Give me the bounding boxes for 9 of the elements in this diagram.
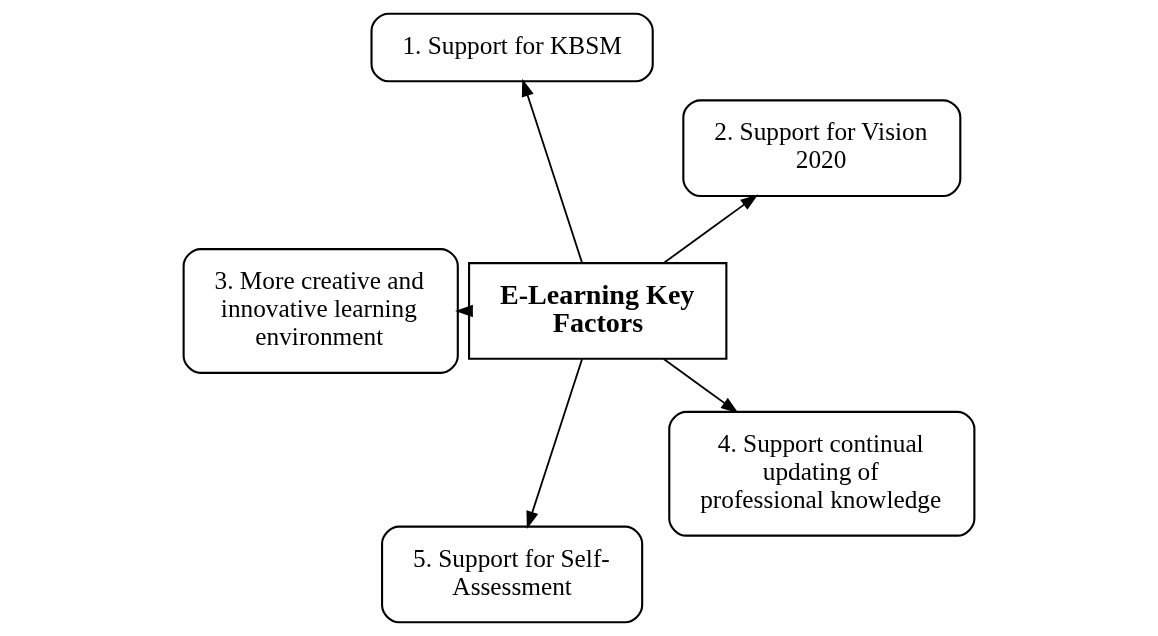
arrow [526,358,583,530]
node-box: 4. Support continual updating of professional knowledge [668,410,976,537]
node-box: 1. Support for KBSM [370,12,654,83]
node-box: 2. Support for Vision 2020 [682,99,962,197]
node-box: 5. Support for Self-Assessment [381,525,644,624]
arrow [521,78,583,264]
node-box: 3. More creative and innovative learning environment [182,248,459,374]
arrow [662,358,739,414]
arrow [662,194,759,264]
